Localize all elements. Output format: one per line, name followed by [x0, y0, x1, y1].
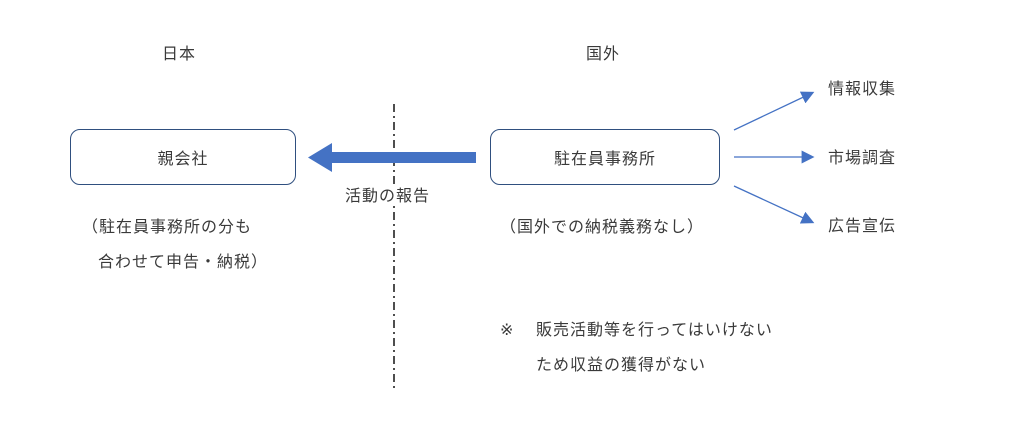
parent-note-line2: 合わせて申告・納税） [98, 252, 269, 271]
label-overseas: 国外 [586, 44, 621, 63]
label-japan: 日本 [162, 44, 197, 63]
arrow-to-info [733, 91, 815, 131]
arrow-to-ads [733, 185, 815, 224]
node-market-research: 市場調査 [828, 148, 897, 167]
node-info-gathering: 情報収集 [828, 79, 897, 98]
parent-company-box: 親会社 [70, 129, 296, 185]
remark-line1: 販売活動等を行ってはいけない [536, 320, 773, 339]
remark-line2: ため収益の獲得がない [536, 355, 707, 374]
remark-mark: ※ [500, 320, 515, 339]
office-note: （国外での納税義務なし） [500, 217, 705, 236]
rep-office-box: 駐在員事務所 [490, 129, 720, 185]
node-advertising: 広告宣伝 [828, 216, 897, 235]
report-arrow [308, 143, 476, 172]
parent-note-line1: （駐在員事務所の分も [82, 217, 253, 236]
report-arrow-label: 活動の報告 [343, 186, 433, 206]
